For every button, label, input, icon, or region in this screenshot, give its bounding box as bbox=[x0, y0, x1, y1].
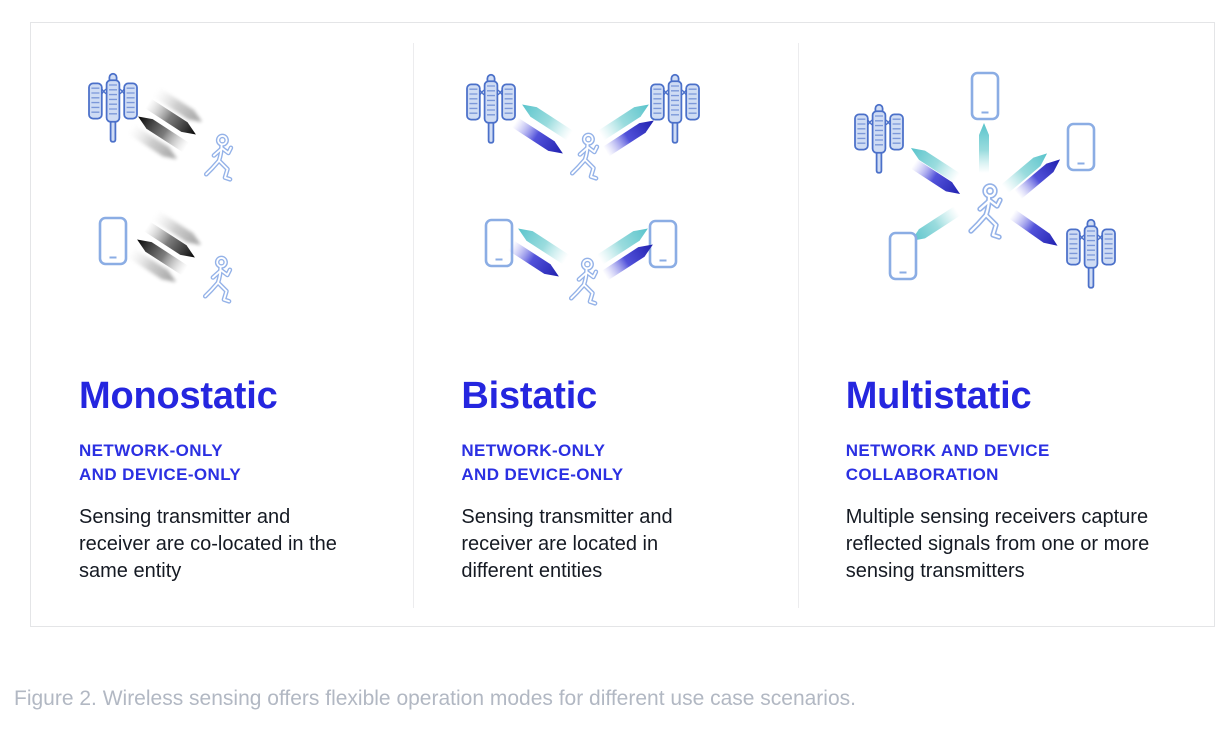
subtitle-line: NETWORK-ONLY bbox=[461, 440, 606, 460]
base-station-icon bbox=[853, 103, 904, 174]
subtitle-line: NETWORK AND DEVICE bbox=[845, 440, 1050, 460]
subtitle-line: AND DEVICE-ONLY bbox=[79, 465, 242, 485]
subtitle-line: NETWORK-ONLY bbox=[79, 440, 223, 460]
figure-caption: Figure 2. Wireless sensing offers flexib… bbox=[14, 687, 856, 710]
subtitle-line: COLLABORATION bbox=[845, 465, 999, 485]
smartphone-icon bbox=[1066, 122, 1096, 172]
panel-subtitle: NETWORK-ONLY AND DEVICE-ONLY bbox=[461, 439, 773, 488]
panel-title: Monostatic bbox=[79, 375, 278, 417]
smartphone-icon bbox=[98, 216, 128, 266]
subtitle-line: AND DEVICE-ONLY bbox=[461, 465, 624, 485]
panel-subtitle: NETWORK AND DEVICE COLLABORATION bbox=[846, 439, 1190, 488]
panel-title: Multistatic bbox=[845, 375, 1032, 417]
panel-description: Sensing transmitter and receiver are co-… bbox=[79, 505, 337, 582]
panel-bistatic: Bistatic NETWORK-ONLY AND DEVICE-ONLY Se… bbox=[413, 23, 797, 626]
panel-subtitle: NETWORK-ONLY AND DEVICE-ONLY bbox=[79, 439, 389, 488]
base-station-icon bbox=[466, 73, 517, 144]
person-icon bbox=[572, 260, 597, 303]
figure-card: Monostatic NETWORK-ONLY AND DEVICE-ONLY … bbox=[30, 22, 1215, 627]
base-station-icon bbox=[1065, 218, 1116, 289]
monostatic-illustration bbox=[88, 72, 414, 353]
panel-multistatic: Multistatic NETWORK AND DEVICE COLLABORA… bbox=[797, 23, 1214, 626]
signal-arrow-teal-icon bbox=[978, 123, 989, 173]
panel-description: Sensing transmitter and receiver are loc… bbox=[461, 505, 673, 582]
smartphone-icon bbox=[888, 231, 918, 281]
base-station-icon bbox=[650, 73, 701, 144]
panel-title: Bistatic bbox=[461, 375, 598, 417]
smartphone-icon bbox=[970, 71, 1000, 121]
person-icon bbox=[971, 186, 1000, 237]
multistatic-illustration bbox=[853, 71, 1116, 289]
person-icon bbox=[206, 136, 231, 179]
signal-arrow-indigo-icon bbox=[1009, 209, 1061, 251]
panel-description: Multiple sensing receivers capture refle… bbox=[845, 505, 1150, 582]
bistatic-illustration bbox=[466, 73, 701, 353]
smartphone-icon bbox=[649, 219, 678, 269]
smartphone-icon bbox=[485, 218, 514, 268]
person-icon bbox=[205, 258, 230, 301]
panel-monostatic: Monostatic NETWORK-ONLY AND DEVICE-ONLY … bbox=[31, 23, 413, 626]
person-icon bbox=[573, 135, 598, 178]
